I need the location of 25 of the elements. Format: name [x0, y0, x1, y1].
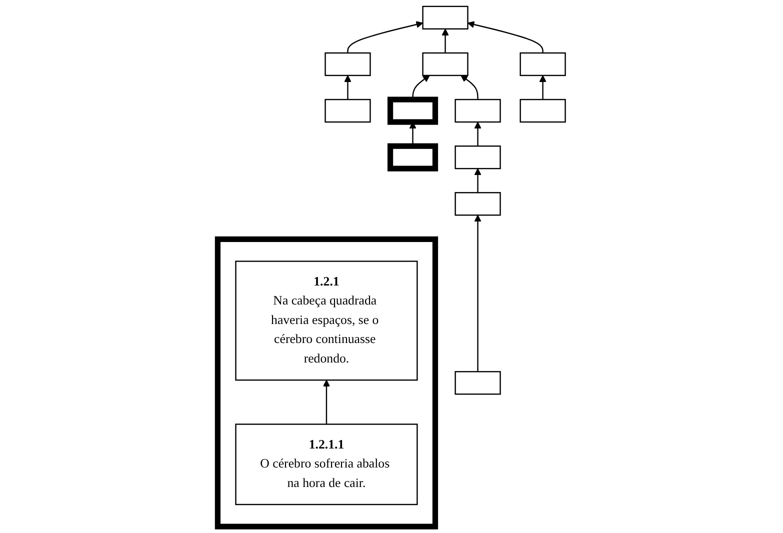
cluster [214, 236, 438, 530]
arrow [322, 380, 330, 424]
arrow [347, 21, 424, 53]
node-box [387, 96, 438, 125]
arrow [442, 28, 449, 53]
node-box [454, 146, 501, 170]
node-box [422, 52, 468, 76]
node-box [454, 192, 501, 216]
node-box [422, 6, 468, 30]
arrow [467, 21, 544, 53]
node-box [324, 52, 371, 76]
node-box: 1.2.1.1 O cérebro sofreria abalos na hora de cair. [235, 424, 418, 506]
arrow [460, 75, 478, 100]
node-box [520, 98, 566, 123]
arrow [474, 122, 482, 146]
node-box [454, 98, 501, 123]
node-box [454, 371, 501, 395]
arrow [539, 75, 546, 100]
arrow [474, 168, 482, 193]
node-box [324, 98, 371, 123]
node-box: 1.2.1 Na cabeça quadrada haveria espaços, se o cérebro continuasse redondo. [235, 260, 418, 381]
node-box [520, 52, 566, 76]
arrow [474, 214, 482, 372]
node-box [387, 143, 438, 172]
arrow [344, 75, 352, 100]
